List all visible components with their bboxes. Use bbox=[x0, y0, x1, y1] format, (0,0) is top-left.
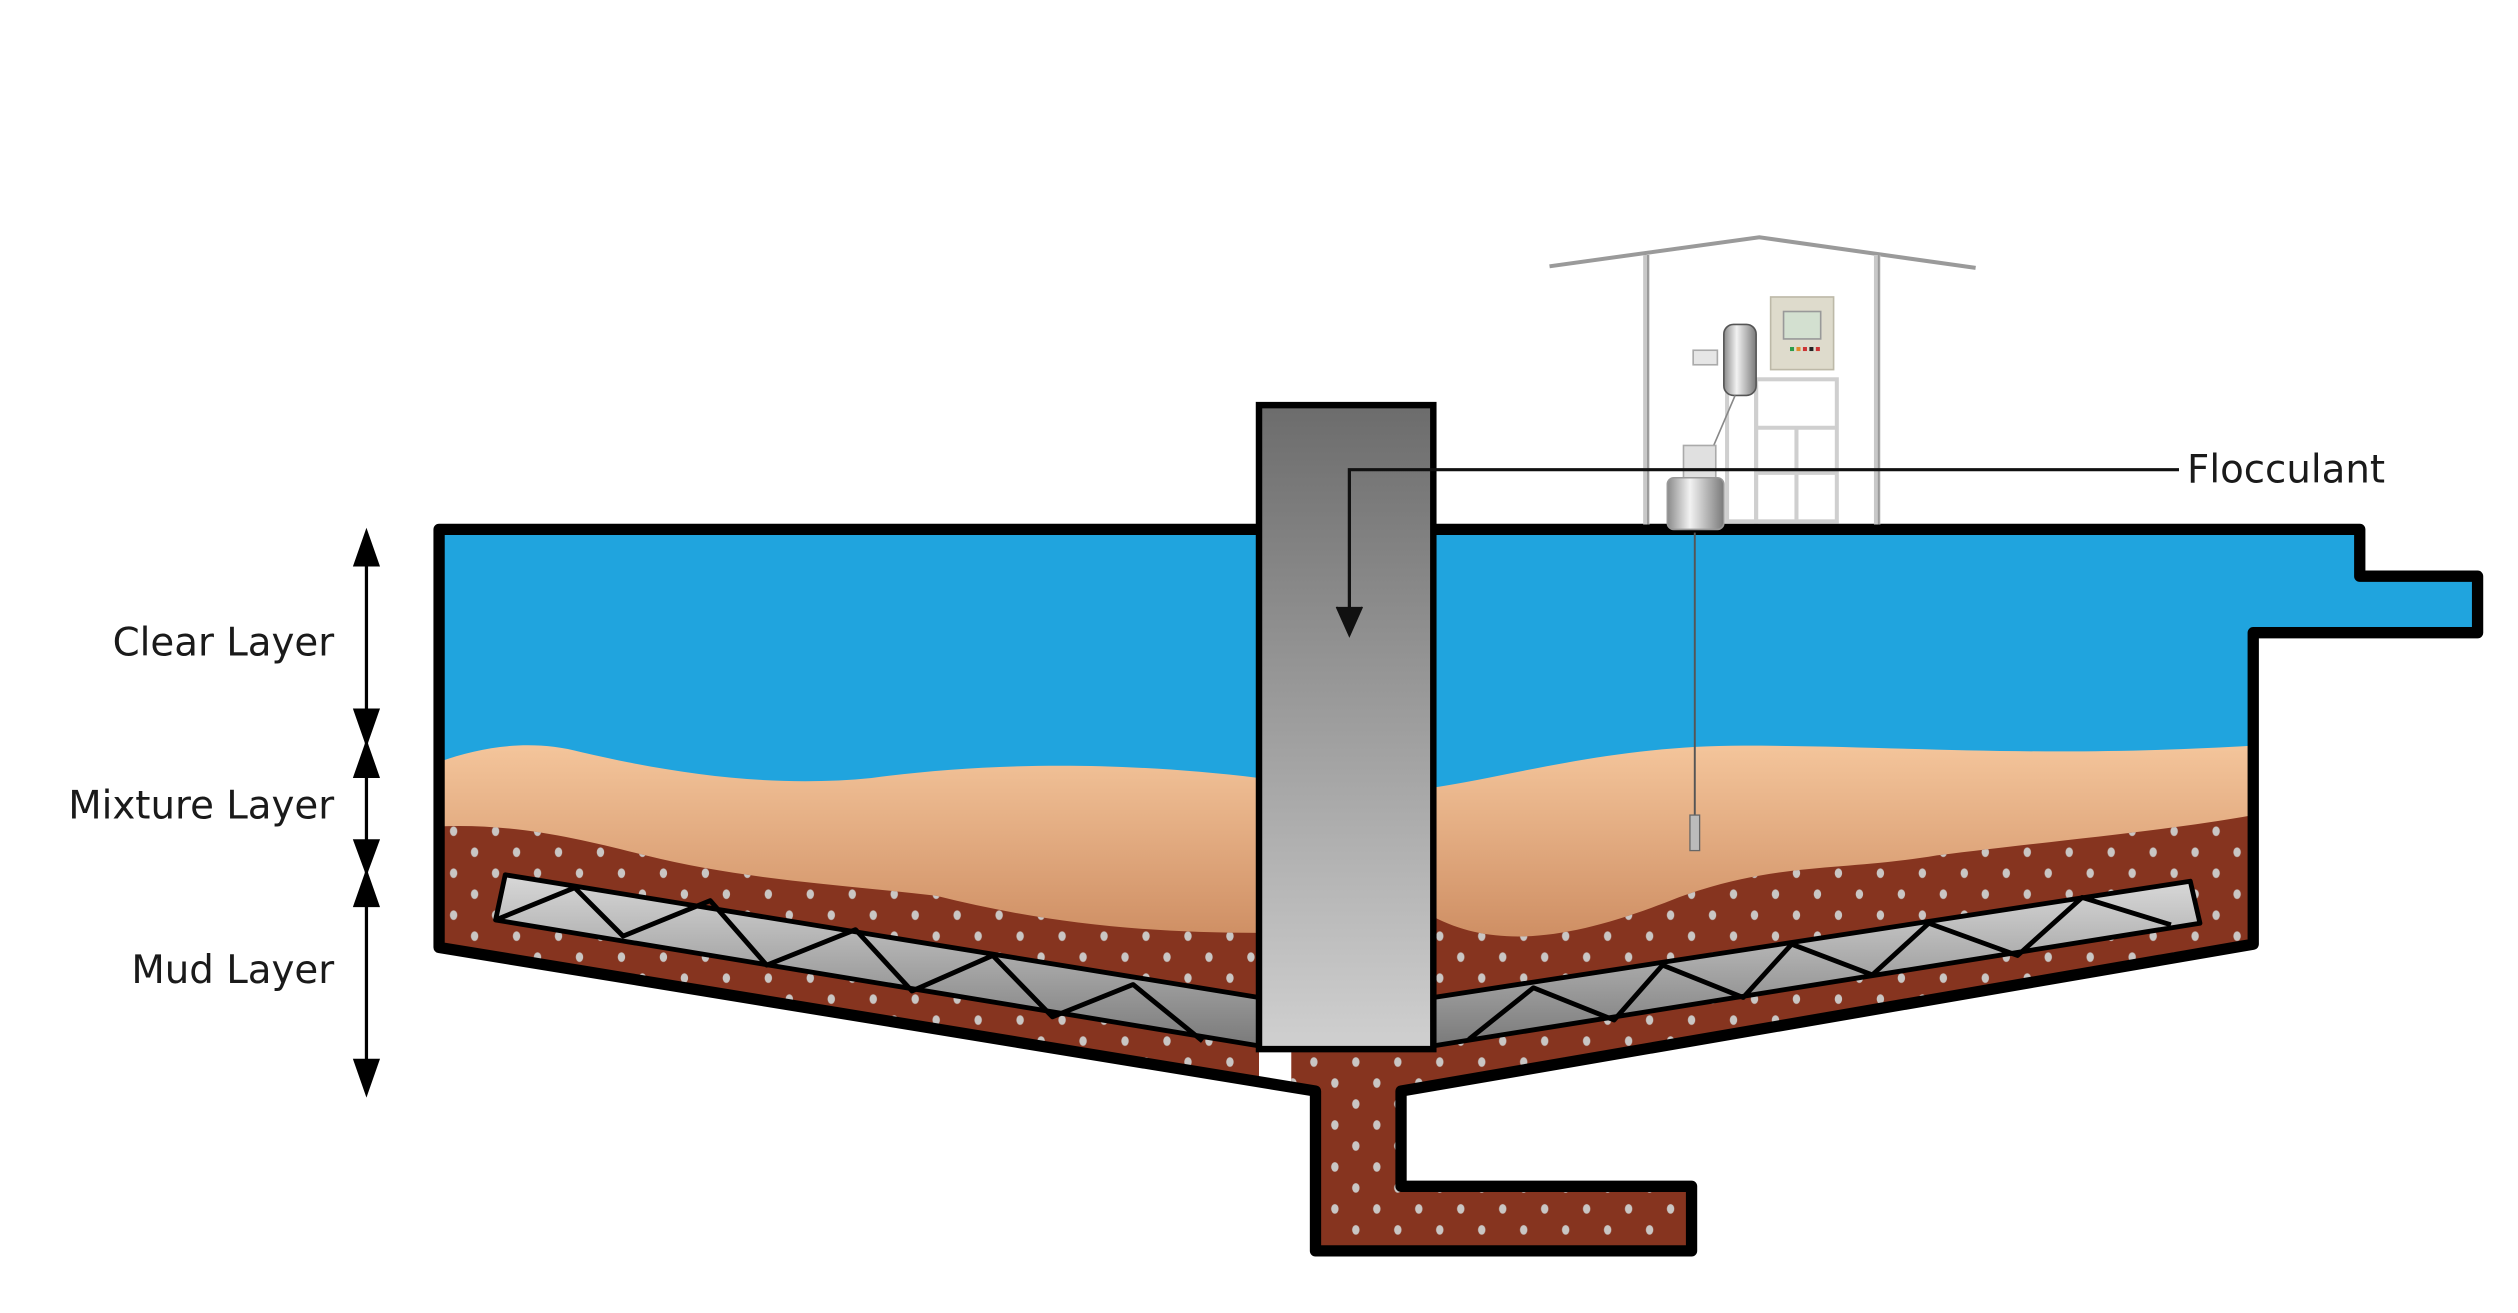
mixture-layer-label: Mixture Layer bbox=[68, 783, 334, 828]
tank-outline bbox=[433, 523, 2484, 1257]
flocculant-label: Flocculant bbox=[2187, 448, 2385, 493]
indicator-lights bbox=[1790, 347, 1820, 352]
control-screen-icon bbox=[1782, 310, 1822, 340]
central-feed-column bbox=[1255, 401, 1437, 1053]
cable-drum bbox=[1723, 323, 1757, 397]
sensor-probe bbox=[1689, 814, 1701, 852]
layer-dimension-arrows bbox=[352, 527, 381, 1098]
shed-roof bbox=[1549, 235, 1976, 270]
flocculant-dosing-equipment bbox=[1666, 296, 1839, 531]
flocculant-flow-arrow bbox=[1335, 468, 2179, 638]
shelter-shed bbox=[1549, 235, 1976, 525]
mud-layer-label: Mud Layer bbox=[131, 948, 334, 993]
flocculant-tank bbox=[1666, 476, 1725, 531]
clear-layer-label: Clear Layer bbox=[113, 620, 335, 665]
